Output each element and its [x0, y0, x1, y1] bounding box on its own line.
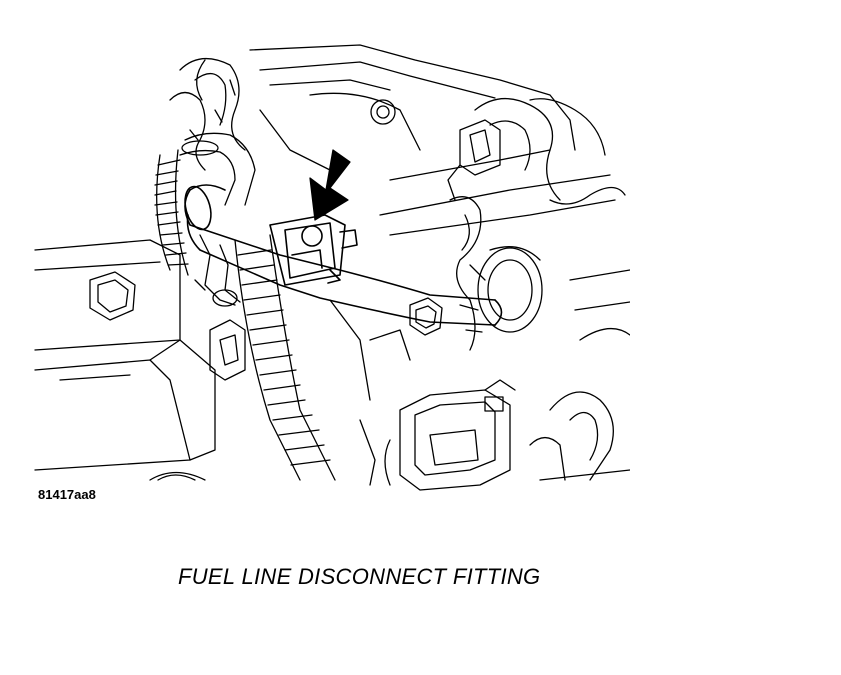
electrical-connector-top [447, 119, 501, 201]
figure-caption: FUEL LINE DISCONNECT FITTING [178, 564, 541, 589]
engine-bay-illustration [34, 44, 630, 491]
hex-bolt-left [89, 271, 136, 321]
engine-detail-lines [329, 269, 630, 486]
figure-reference-code: 81417aa8 [38, 487, 96, 502]
mounting-bracket [34, 239, 216, 471]
sensor-connector-left [209, 319, 246, 381]
upper-hose [179, 132, 256, 206]
disconnect-fitting [269, 214, 358, 286]
fuel-line-tube [184, 184, 503, 326]
hex-bolt-right [409, 297, 443, 336]
electrical-connector-lower [399, 379, 516, 491]
hose-clip [194, 234, 241, 307]
intake-manifold [249, 44, 616, 236]
pointer-arrow [309, 149, 351, 221]
wire-harness-lower-right [529, 328, 630, 481]
wire-harness-right [449, 98, 626, 351]
bolt-bottom [149, 471, 206, 481]
grommet [477, 246, 543, 333]
wire-harness-upper-left [169, 58, 246, 171]
